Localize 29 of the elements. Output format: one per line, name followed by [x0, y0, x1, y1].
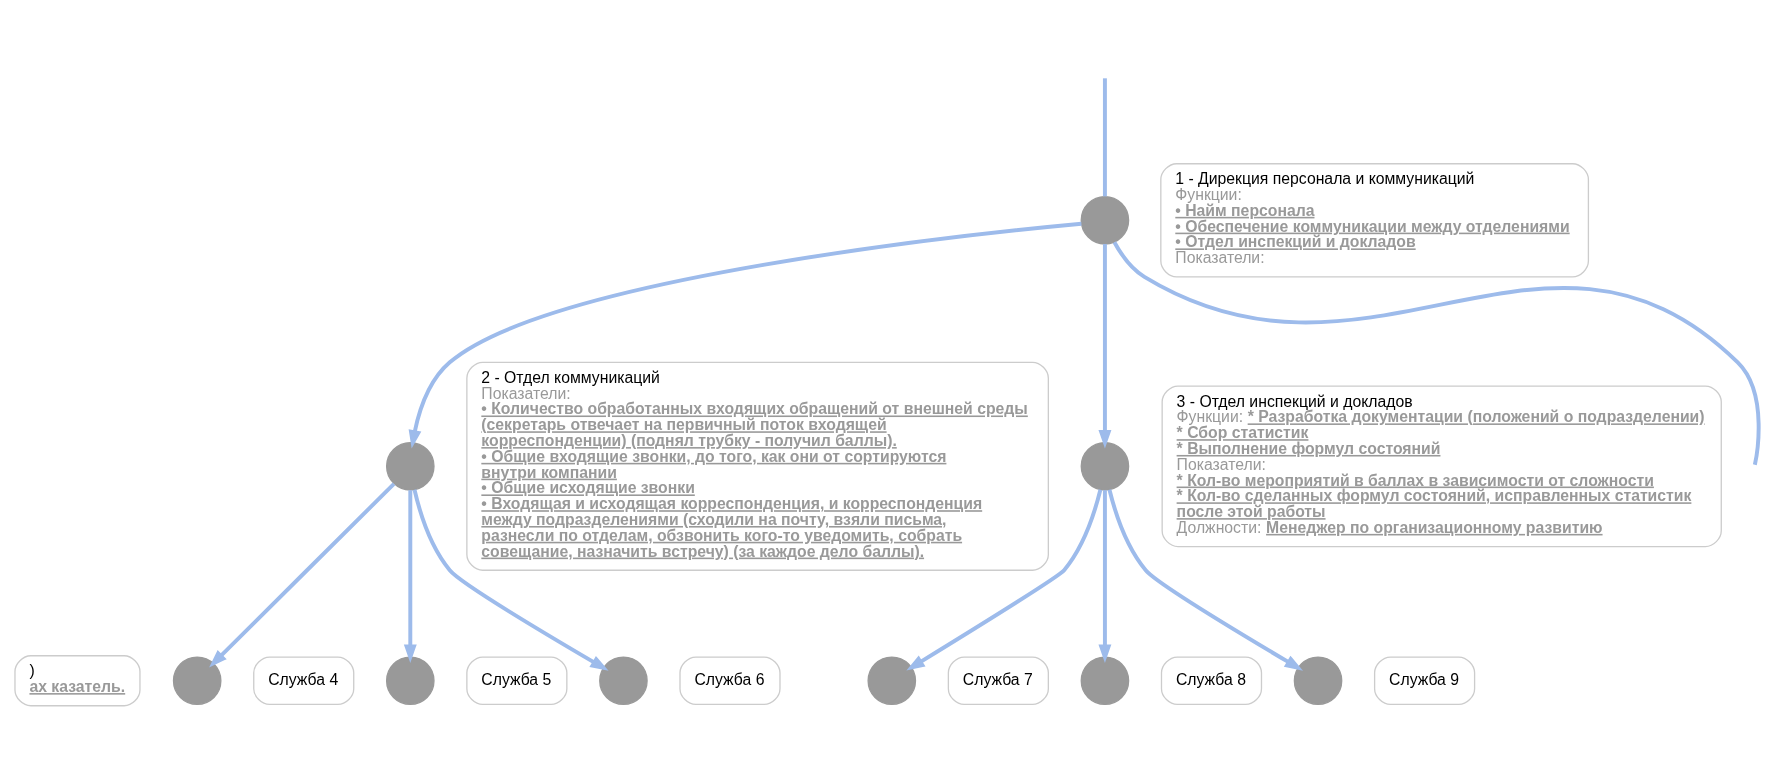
node-box: ) ах казатель.: [13, 655, 141, 707]
node-box: Служба 5: [465, 656, 567, 706]
node-circle: [385, 441, 435, 491]
connector: [1112, 241, 1761, 466]
node-box: 2 - Отдел коммуникаций Показатели: • Количество обработанных входящих обращений от внешней среды (секретарь отвечает на первичный поток входящей корреспонденции) (поднял трубку - получил баллы). • Общие входящие звонки, до того, как они от сортируются внутри компании • Общие исходящие звонки • Входящая и исходящая корреспонденция, и корреспонденция между подразделениями (сходили на почту, взяли письма, разнесли по отделам, обзвонить кого-то уведомить, собрать совещание, назначить встречу) (за каждое дело баллы).: [465, 361, 1049, 571]
arrow: [1097, 244, 1111, 449]
arrow: [408, 221, 1082, 449]
node-circle: [385, 656, 435, 706]
node-box: Служба 7: [947, 656, 1049, 706]
arrow: [1107, 489, 1303, 671]
node-circle: [1080, 195, 1129, 245]
node-box: 1 - Дирекция персонала и коммуникаций Функции: • Найм персонала • Обеспечение коммуникации между отделениями • Отдел инспекций и докладов Показатели:: [1159, 163, 1589, 278]
node-box: Служба 4: [252, 656, 354, 706]
node-circle: [1080, 441, 1129, 491]
node-circle: [598, 656, 648, 706]
node-circle: [172, 656, 221, 706]
arrow: [208, 482, 395, 668]
node-box: 3 - Отдел инспекций и докладов Функции: * Разработка документации (положений о подразделении) * Сбор статистик * Выполнение формул состояний Показатели: * Кол-во мероприятий в баллах в зависимости от сложности * Кол-во сделанных формул состояний, исправленных статистик после этой работы Должности: Менеджер по организационному развитию: [1161, 385, 1722, 548]
arrow: [1097, 490, 1111, 663]
node-box: Служба 6: [678, 656, 781, 706]
node-box: Служба 8: [1160, 656, 1262, 706]
arrow: [412, 489, 609, 671]
arrow: [403, 490, 417, 663]
arrow: [905, 489, 1102, 671]
node-box: Служба 9: [1373, 656, 1475, 706]
node-circle: [866, 656, 916, 706]
node-circle: [1080, 656, 1129, 706]
connector: [1102, 78, 1107, 197]
node-circle: [1293, 656, 1342, 706]
